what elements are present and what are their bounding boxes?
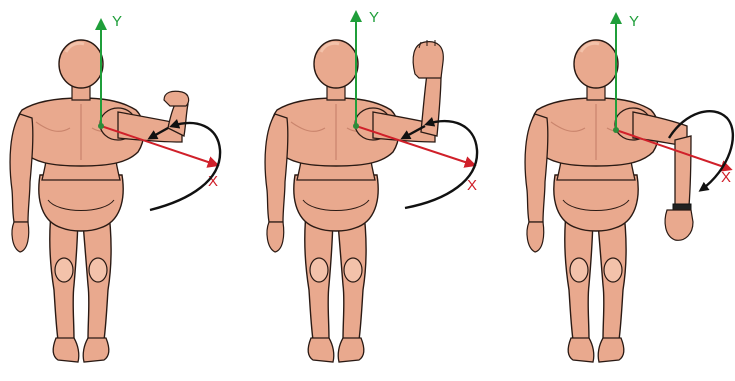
forearm (675, 136, 691, 206)
hand (164, 91, 189, 106)
hand (665, 210, 693, 240)
panel-forearm-forward: Y X (10, 13, 220, 362)
wristband (673, 204, 691, 210)
mannequin-figure (265, 40, 399, 362)
shoulder-joint (613, 127, 619, 133)
x-axis-label: X (467, 177, 477, 194)
hand (413, 42, 443, 78)
panel-forearm-up: Y X (265, 9, 477, 362)
shoulder-joint (98, 123, 104, 129)
shoulder-joint (353, 123, 359, 129)
y-axis-label: Y (112, 13, 122, 30)
mannequin-figure (10, 40, 144, 362)
panel-forearm-down: Y X (525, 13, 733, 362)
mannequin-figure (525, 40, 659, 362)
y-axis-label: Y (629, 13, 639, 30)
y-axis-label: Y (369, 9, 379, 26)
x-axis-label: X (721, 169, 731, 186)
